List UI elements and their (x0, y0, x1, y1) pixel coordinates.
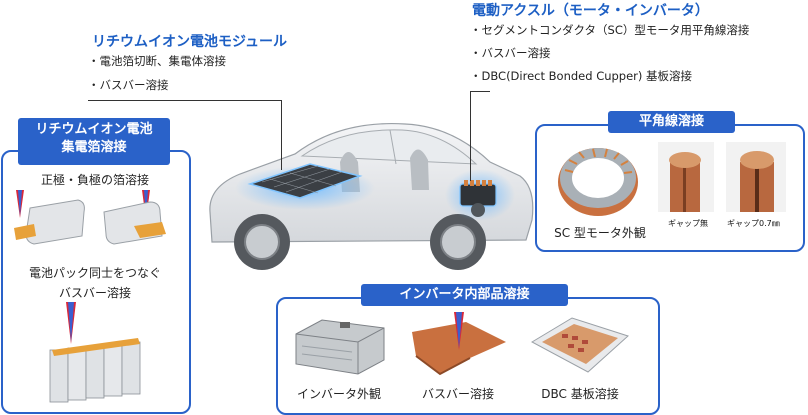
inverter-busbar-image (412, 312, 506, 376)
sc-motor-caption: SC 型モータ外観 (554, 226, 646, 240)
dbc-substrate-image (530, 317, 629, 373)
battery-module-item-1: ・電池箔切断、集電体溶接 (88, 54, 226, 68)
inverter-exterior-caption: インバータ外観 (296, 387, 381, 401)
gap-none-caption: ギャップ無 (668, 219, 708, 228)
e-axle-title: 電動アクスル（モータ・インバータ） (472, 3, 709, 19)
foil-cell-image-2 (103, 190, 166, 245)
axle-leader-vertical (470, 91, 471, 181)
inverter-busbar-caption: バスバー溶接 (421, 387, 494, 401)
dbc-substrate-caption: DBC 基板溶接 (541, 387, 619, 401)
e-axle-item-3: ・DBC(Direct Bonded Cupper) 基板溶接 (470, 69, 693, 83)
axle-leader-horizontal (470, 91, 490, 92)
battery-module-item-2: ・バスバー溶接 (88, 78, 169, 92)
battery-pack-busbar-image (49, 302, 141, 403)
inverter-panel-title: インバータ内部品溶接 (361, 284, 568, 306)
rect-wire-panel-title: 平角線溶接 (608, 111, 735, 133)
wire-gap-none-image (658, 142, 714, 212)
wire-gap-07-image (726, 142, 786, 212)
e-axle-item-2: ・バスバー溶接 (470, 46, 551, 60)
foil-cell-image-1 (14, 190, 85, 245)
foil-caption-mid-line-1: 電池パック同士をつなぐ (28, 266, 161, 280)
gap-07-caption: ギャップ0.7㎜ (727, 219, 780, 228)
car-illustration (209, 122, 534, 270)
foil-welding-panel-title: リチウムイオン電池 集電箔溶接 (18, 118, 170, 165)
foil-title-line-2: 集電箔溶接 (61, 140, 127, 155)
foil-caption-top: 正極・負極の箔溶接 (40, 173, 149, 187)
battery-leader-vertical (281, 100, 282, 170)
sc-motor-image (558, 148, 638, 216)
inverter-exterior-image (295, 319, 385, 375)
battery-module-title: リチウムイオン電池モジュール (92, 34, 288, 50)
foil-title-line-1: リチウムイオン電池 (35, 122, 153, 137)
battery-leader-horizontal (88, 100, 281, 101)
e-axle-item-1: ・セグメントコンダクタ（SC）型モータ用平角線溶接 (470, 23, 750, 37)
foil-caption-mid-line-2: バスバー溶接 (58, 286, 131, 300)
